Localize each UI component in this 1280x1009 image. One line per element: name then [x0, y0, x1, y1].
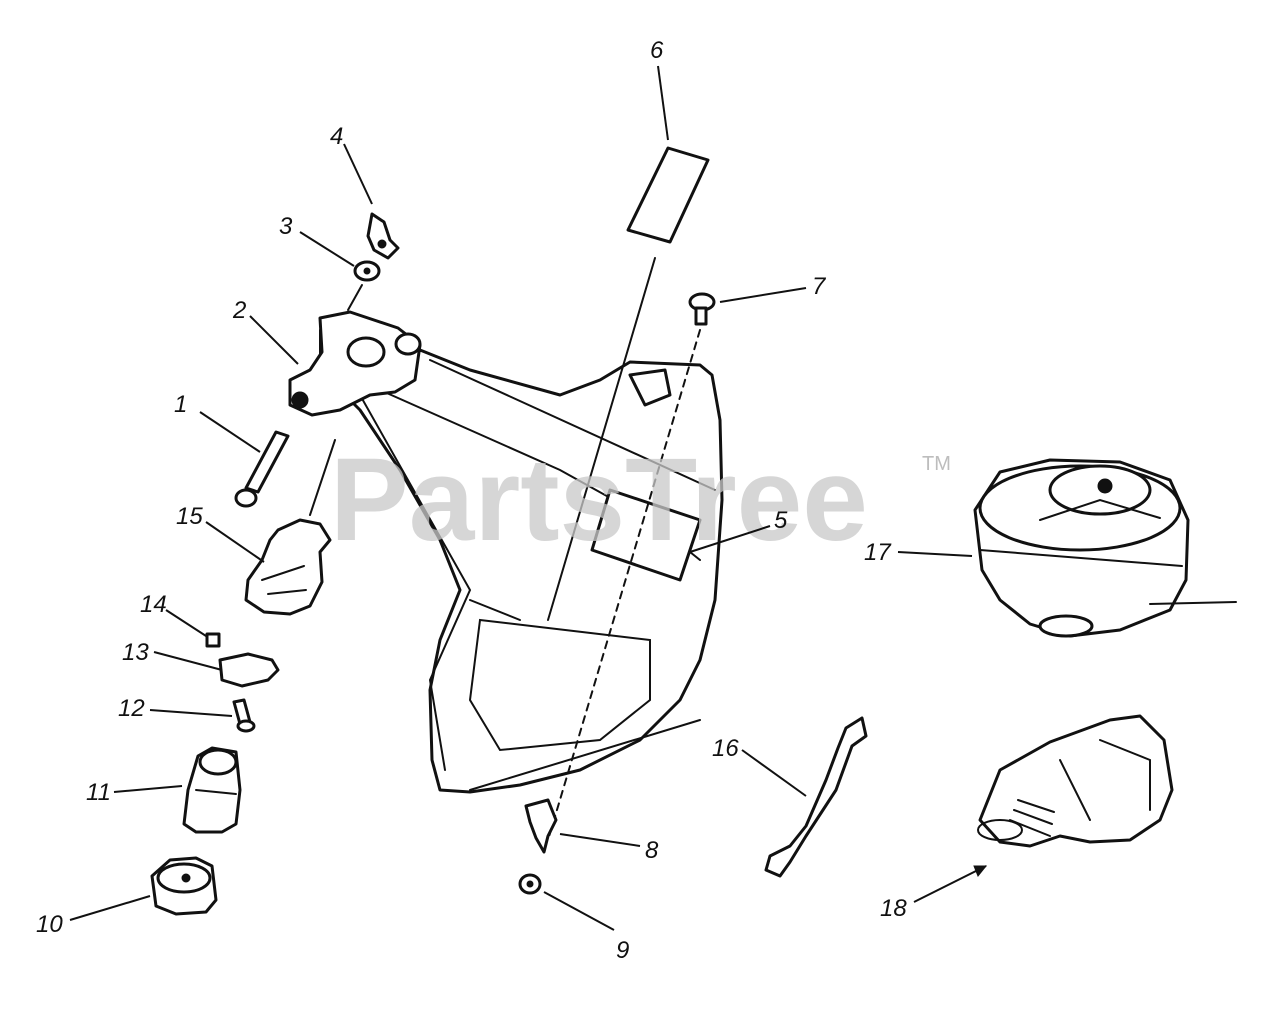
washer-to-bracket-line	[347, 284, 363, 311]
callout-13: 13	[122, 639, 149, 666]
leader-6	[657, 65, 669, 141]
leader-9	[543, 891, 615, 931]
part-1-bolt[interactable]	[234, 430, 290, 508]
leader-13	[153, 651, 223, 671]
callout-7: 7	[812, 273, 827, 300]
part-9-nut[interactable]	[518, 873, 542, 895]
callout-11: 11	[86, 779, 111, 806]
part-10-spool[interactable]	[150, 856, 218, 916]
callout-12: 12	[118, 695, 145, 722]
part-6-decal[interactable]	[626, 146, 710, 244]
part-4-wing-nut[interactable]	[366, 212, 400, 260]
shield-guard[interactable]	[328, 348, 724, 794]
leader-15	[205, 521, 265, 563]
leader-8	[559, 833, 641, 847]
leader-16	[741, 749, 807, 797]
part-16-wrench[interactable]	[764, 716, 868, 878]
part-5-decal[interactable]	[590, 488, 702, 582]
callout-6: 6	[650, 37, 664, 64]
leader-3	[299, 231, 355, 267]
leader-11	[113, 785, 183, 793]
part-12-screw[interactable]	[232, 698, 256, 733]
callout-4: 4	[330, 123, 343, 150]
part-2-bracket[interactable]	[288, 310, 422, 417]
part-13-band-clamp[interactable]	[218, 652, 280, 688]
part-7-screw[interactable]	[688, 292, 716, 326]
watermark-brand: PartsTree	[330, 434, 868, 566]
leader-10	[69, 895, 151, 921]
leader-14	[165, 609, 207, 637]
leader-18	[913, 865, 987, 903]
part-3-washer[interactable]	[353, 260, 381, 282]
callout-15: 15	[176, 503, 203, 530]
bracket-to-clamp-line	[309, 439, 336, 516]
part-17-trimmer-head[interactable]	[973, 458, 1237, 638]
callout-16: 16	[712, 735, 739, 762]
leader-4	[343, 143, 373, 205]
leader-1	[199, 411, 261, 453]
part-8-bracket[interactable]	[524, 798, 558, 854]
callout-10: 10	[36, 911, 63, 938]
leader-17	[897, 551, 973, 557]
callout-labels: 1 2 3 4 5 6 7 8 9 10 11 12 13 14 15 16 1…	[36, 37, 907, 964]
callout-3: 3	[279, 213, 293, 240]
leader-7	[719, 287, 807, 303]
part-11-spool-housing[interactable]	[182, 746, 242, 834]
leader-12	[149, 709, 233, 717]
decal-leader-line	[547, 257, 656, 621]
arrowhead-18	[973, 865, 988, 877]
assembly-dashed-line	[547, 329, 701, 841]
leader-lines	[69, 65, 988, 931]
callout-1: 1	[174, 391, 187, 418]
part-15-clamp[interactable]	[244, 518, 332, 616]
callout-14: 14	[140, 591, 167, 618]
leader-5	[689, 525, 771, 553]
part-18-safety-goggles[interactable]	[977, 714, 1174, 848]
callout-5: 5	[774, 507, 788, 534]
callout-18: 18	[880, 895, 907, 922]
watermark-trademark: TM	[922, 453, 951, 475]
callout-8: 8	[645, 837, 659, 864]
leader-2	[249, 315, 299, 365]
callout-9: 9	[616, 937, 629, 964]
callout-2: 2	[232, 297, 246, 324]
callout-17: 17	[864, 539, 892, 566]
part-14-nut[interactable]	[205, 632, 221, 648]
